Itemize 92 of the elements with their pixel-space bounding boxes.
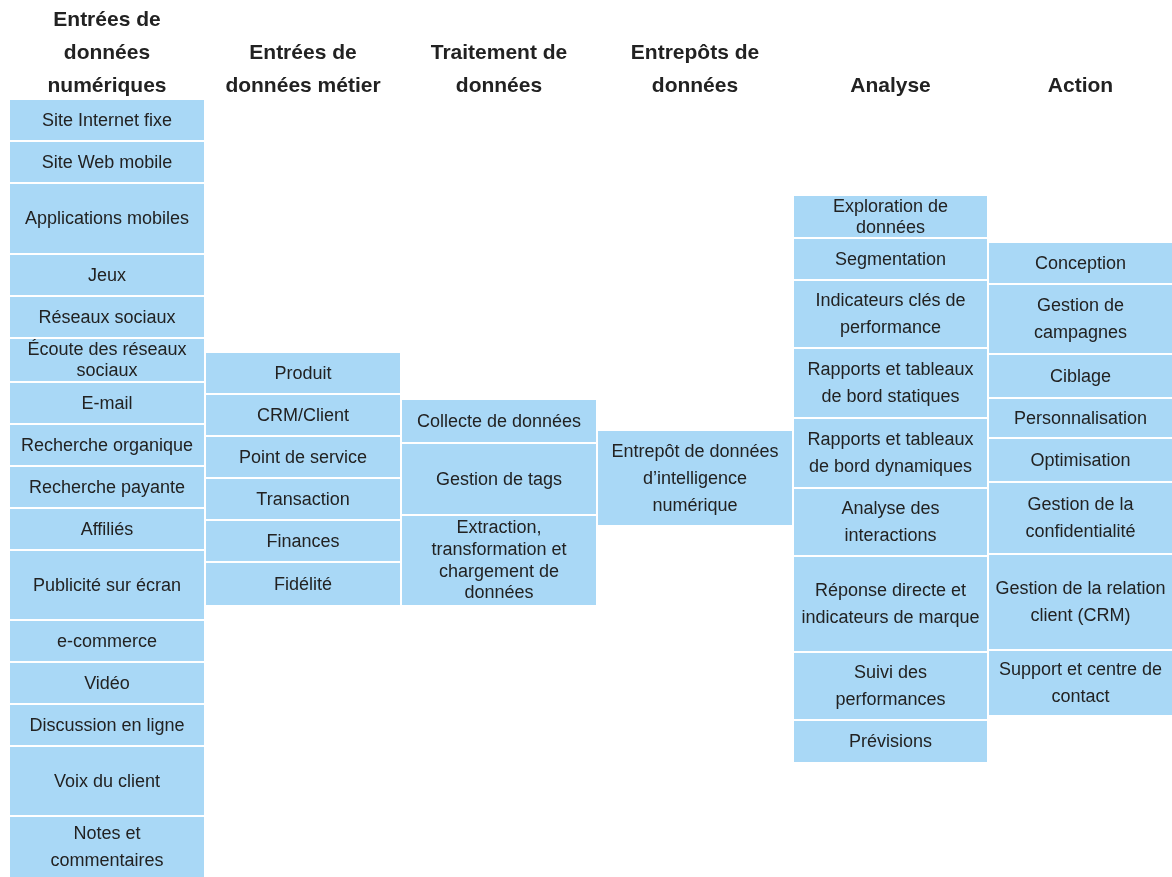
category-cell <box>206 395 400 435</box>
category-cell <box>10 383 204 423</box>
cell-text: Gestion de la relation client (CRM) <box>994 577 1167 627</box>
cell-text: Applications mobiles <box>23 207 191 230</box>
category-cell <box>794 419 987 487</box>
column-heading: Entrées de données numériques <box>46 6 168 98</box>
cell-text: Jeux <box>87 263 127 287</box>
category-cell <box>989 399 1172 437</box>
column-heading: Traitement de données <box>429 39 569 98</box>
cell-text: Site Internet fixe <box>40 108 174 132</box>
cell-text: Gestion de tags <box>434 467 564 491</box>
cell-text: Site Web mobile <box>40 150 174 174</box>
category-cell <box>794 239 987 279</box>
cell-text: Finances <box>265 529 341 553</box>
category-cell <box>402 444 596 514</box>
category-cell <box>794 349 987 417</box>
cell-text: Vidéo <box>83 671 131 695</box>
cell-text: Ciblage <box>1048 364 1112 388</box>
category-cell <box>794 557 987 651</box>
category-cell <box>794 281 987 347</box>
cell-text: Conception <box>1033 251 1128 275</box>
cell-text: Support et centre de contact <box>997 658 1164 708</box>
cell-text: Indicateurs clés de performance <box>814 289 967 339</box>
cell-text: Optimisation <box>1029 448 1132 472</box>
category-cell <box>10 705 204 745</box>
category-cell <box>10 142 204 182</box>
category-cell <box>10 663 204 703</box>
category-cell <box>10 509 204 549</box>
cell-text: Gestion de la confidentialité <box>1024 493 1137 543</box>
cell-text: Notes et commentaires <box>49 822 165 872</box>
category-cell <box>10 551 204 619</box>
cell-text: Réseaux sociaux <box>37 305 177 329</box>
column-heading: Analyse <box>849 72 932 98</box>
column-heading: Entrées de données métier <box>224 39 382 98</box>
cell-text: Réponse directe et indicateurs de marque <box>800 579 981 629</box>
cell-text: Rapports et tableaux de bord statiques <box>806 358 975 408</box>
cell-text: Suivi des performances <box>834 661 947 711</box>
cell-text: Recherche organique <box>19 433 195 457</box>
cell-text: Transaction <box>255 487 351 511</box>
category-cell <box>989 483 1172 553</box>
cell-text: Fidélité <box>273 572 333 596</box>
category-cell <box>10 339 204 381</box>
category-cell <box>598 431 792 525</box>
column-heading: Action <box>1046 72 1115 98</box>
category-cell <box>206 479 400 519</box>
category-cell <box>989 651 1172 715</box>
category-cell <box>206 521 400 561</box>
category-cell <box>794 653 987 719</box>
cell-text: Personnalisation <box>1012 406 1149 430</box>
cell-text: Prévisions <box>848 730 933 753</box>
category-cell <box>989 439 1172 481</box>
category-cell <box>10 255 204 295</box>
cell-text: CRM/Client <box>256 403 350 427</box>
category-cell <box>989 355 1172 397</box>
category-cell <box>10 100 204 140</box>
category-cell <box>989 285 1172 353</box>
cell-text: Segmentation <box>833 247 948 271</box>
category-cell <box>989 243 1172 283</box>
category-cell <box>206 353 400 393</box>
cell-text: Produit <box>273 361 333 385</box>
cell-text: Écoute des réseaux sociaux <box>26 339 188 381</box>
cell-text: Recherche payante <box>27 475 187 499</box>
cell-text: E-mail <box>80 391 134 415</box>
cell-text: Affiliés <box>79 517 135 541</box>
category-cell <box>10 425 204 465</box>
category-cell <box>10 621 204 661</box>
category-cell <box>10 297 204 337</box>
category-cell <box>794 196 987 237</box>
category-cell <box>206 563 400 605</box>
cell-text: Collecte de données <box>415 409 583 433</box>
category-cell <box>10 467 204 507</box>
cell-text: e-commerce <box>56 629 158 653</box>
cell-text: Discussion en ligne <box>28 713 186 737</box>
category-cell <box>989 555 1172 649</box>
category-cell <box>10 184 204 253</box>
category-cell <box>402 516 596 605</box>
category-cell <box>206 437 400 477</box>
category-cell <box>10 817 204 877</box>
category-cell <box>794 489 987 555</box>
column-heading: Entrepôts de données <box>629 39 761 98</box>
cell-text: Rapports et tableaux de bord dynamiques <box>806 428 975 478</box>
cell-text: Voix du client <box>52 769 162 793</box>
cell-text: Gestion de campagnes <box>1032 294 1129 344</box>
category-cell <box>402 400 596 442</box>
category-cell <box>10 747 204 815</box>
cell-text: Point de service <box>237 445 369 469</box>
cell-text: Analyse des interactions <box>840 497 941 547</box>
cell-text: Publicité sur écran <box>31 573 183 597</box>
category-cell <box>794 721 987 762</box>
cell-text: Extraction, transformation et chargement de données <box>430 517 568 604</box>
cell-text: Entrepôt de données d’intelligence numérique <box>610 439 780 517</box>
cell-text: Exploration de données <box>831 195 950 238</box>
